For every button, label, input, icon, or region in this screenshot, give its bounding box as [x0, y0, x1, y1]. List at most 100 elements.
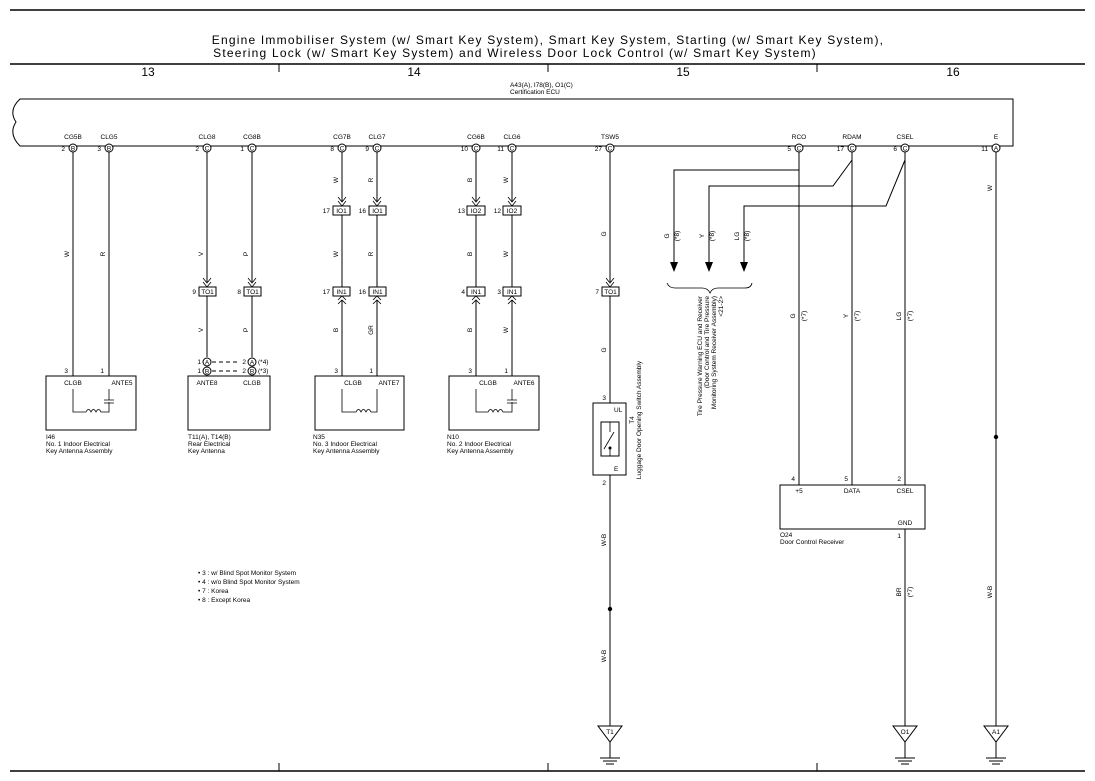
column-number: 14 [407, 65, 421, 79]
svg-text:G: G [790, 313, 797, 318]
svg-text:IN1: IN1 [336, 289, 347, 296]
svg-text:9: 9 [365, 146, 369, 153]
svg-text:Key Antenna Assembly: Key Antenna Assembly [46, 448, 113, 455]
diagram-title: Engine Immobiliser System (w/ Smart Key … [212, 33, 883, 60]
svg-text:3: 3 [497, 289, 501, 296]
svg-text:1: 1 [504, 368, 508, 375]
svg-text:ANTE7: ANTE7 [379, 380, 400, 387]
svg-text:Monitoring System Receiver Ass: Monitoring System Receiver Assembly) [711, 296, 718, 409]
svg-text:TSW5: TSW5 [601, 134, 619, 141]
svg-text:6: 6 [893, 146, 897, 153]
svg-text:1: 1 [240, 146, 244, 153]
svg-text:CLG8: CLG8 [199, 134, 216, 141]
svg-text:C: C [375, 146, 380, 153]
tpms-branch: G (*8) Y (*8) LG (*8) Tire Pressure Warn… [664, 152, 906, 416]
svg-text:Y: Y [699, 233, 706, 238]
svg-text:TO1: TO1 [201, 289, 214, 296]
svg-text:CG7B: CG7B [333, 134, 351, 141]
splice-point [607, 606, 613, 612]
svg-text:27: 27 [595, 146, 603, 153]
ecu-pin: TSW5 27 C [595, 134, 620, 153]
svg-text:CSEL: CSEL [897, 488, 914, 495]
svg-text:A: A [994, 146, 999, 153]
svg-text:B: B [467, 328, 474, 332]
svg-text:(*3): (*3) [258, 368, 268, 375]
svg-text:R: R [368, 177, 375, 182]
svg-text:8: 8 [237, 289, 241, 296]
n10-circuit: B W 13 IO2 12 IO2 B W 4 IN1 3 IN1 B W 3 … [447, 152, 540, 455]
svg-text:E: E [994, 134, 999, 141]
svg-text:V: V [198, 251, 205, 256]
svg-text:W-B: W-B [601, 534, 608, 547]
svg-text:Key Antenna Assembly: Key Antenna Assembly [313, 448, 380, 455]
svg-text:UL: UL [614, 407, 623, 414]
svg-text:IO2: IO2 [471, 208, 482, 215]
note: • 3 : w/ Blind Spot Monitor System [198, 570, 296, 577]
svg-text:11: 11 [497, 146, 504, 153]
svg-text:W: W [333, 250, 340, 257]
svg-text:3: 3 [468, 368, 472, 375]
t4-circuit: G 7 TO1 G 3 UL E 2 T4 Luggage Door Openi… [592, 152, 643, 765]
column-number: 15 [676, 65, 690, 79]
ground-label: T1 [606, 729, 614, 736]
svg-text:B: B [107, 146, 111, 153]
svg-text:G: G [601, 231, 608, 236]
svg-text:B: B [333, 328, 340, 332]
svg-text:W: W [503, 176, 510, 183]
svg-text:(Door Control and Tire Pressur: (Door Control and Tire Pressure [704, 296, 711, 389]
svg-text:C: C [608, 146, 613, 153]
svg-text:4: 4 [791, 476, 795, 483]
svg-text:T11(A), T14(B): T11(A), T14(B) [188, 434, 231, 441]
svg-text:3: 3 [97, 146, 101, 153]
svg-text:10: 10 [461, 146, 469, 153]
svg-text:CLG7: CLG7 [369, 134, 386, 141]
svg-text:W: W [503, 250, 510, 257]
svg-text:LG: LG [734, 232, 741, 241]
svg-text:11: 11 [981, 146, 988, 153]
svg-text:CLGB: CLGB [479, 380, 497, 387]
svg-text:W: W [503, 326, 510, 333]
svg-text:Luggage Door Opening Switch As: Luggage Door Opening Switch Assembly [636, 360, 643, 479]
svg-text:CG5B: CG5B [64, 134, 82, 141]
svg-text:IN1: IN1 [372, 289, 383, 296]
svg-text:C: C [850, 146, 855, 153]
note: • 7 : Korea [198, 588, 229, 595]
certification-ecu: A43(A), I78(B), O1(C) Certification ECU [12, 82, 1014, 147]
ecu-name: Certification ECU [510, 89, 560, 96]
svg-text:1: 1 [100, 368, 104, 375]
n35-circuit: W R 17 IO1 16 IO1 W R 17 IN1 16 IN1 B GR… [313, 152, 405, 455]
svg-text:W-B: W-B [601, 650, 608, 663]
svg-text:CLGB: CLGB [64, 380, 82, 387]
svg-text:2: 2 [602, 480, 606, 487]
svg-text:C: C [510, 146, 515, 153]
svg-text:17: 17 [323, 289, 331, 296]
svg-text:C: C [797, 146, 802, 153]
svg-text:1: 1 [369, 368, 373, 375]
svg-text:W: W [333, 176, 340, 183]
n35-box [314, 375, 405, 431]
svg-text:IO2: IO2 [507, 208, 518, 215]
svg-text:B: B [467, 252, 474, 256]
svg-text:Rear Electrical: Rear Electrical [188, 441, 231, 448]
svg-text:(*8): (*8) [744, 231, 751, 241]
svg-text:IO1: IO1 [372, 208, 383, 215]
svg-text:Y: Y [843, 313, 850, 318]
ecu-pin: E 11 A [981, 134, 1001, 153]
svg-text:LG: LG [896, 312, 903, 321]
svg-text:G: G [664, 233, 671, 238]
svg-text:7: 7 [595, 289, 599, 296]
svg-text:RCO: RCO [792, 134, 806, 141]
svg-text:9: 9 [192, 289, 196, 296]
svg-text:(*7): (*7) [854, 311, 861, 321]
svg-text:CLG5: CLG5 [101, 134, 118, 141]
svg-text:BR: BR [896, 587, 903, 596]
svg-text:Key Antenna: Key Antenna [188, 448, 225, 455]
svg-text:17: 17 [837, 146, 845, 153]
i46-circuit: W R 3 1 CLGB ANTE5 I46 No. 1 Indoor Elec… [45, 152, 137, 455]
svg-text:CG6B: CG6B [467, 134, 485, 141]
svg-text:A: A [250, 360, 255, 367]
i46-box [45, 375, 137, 431]
